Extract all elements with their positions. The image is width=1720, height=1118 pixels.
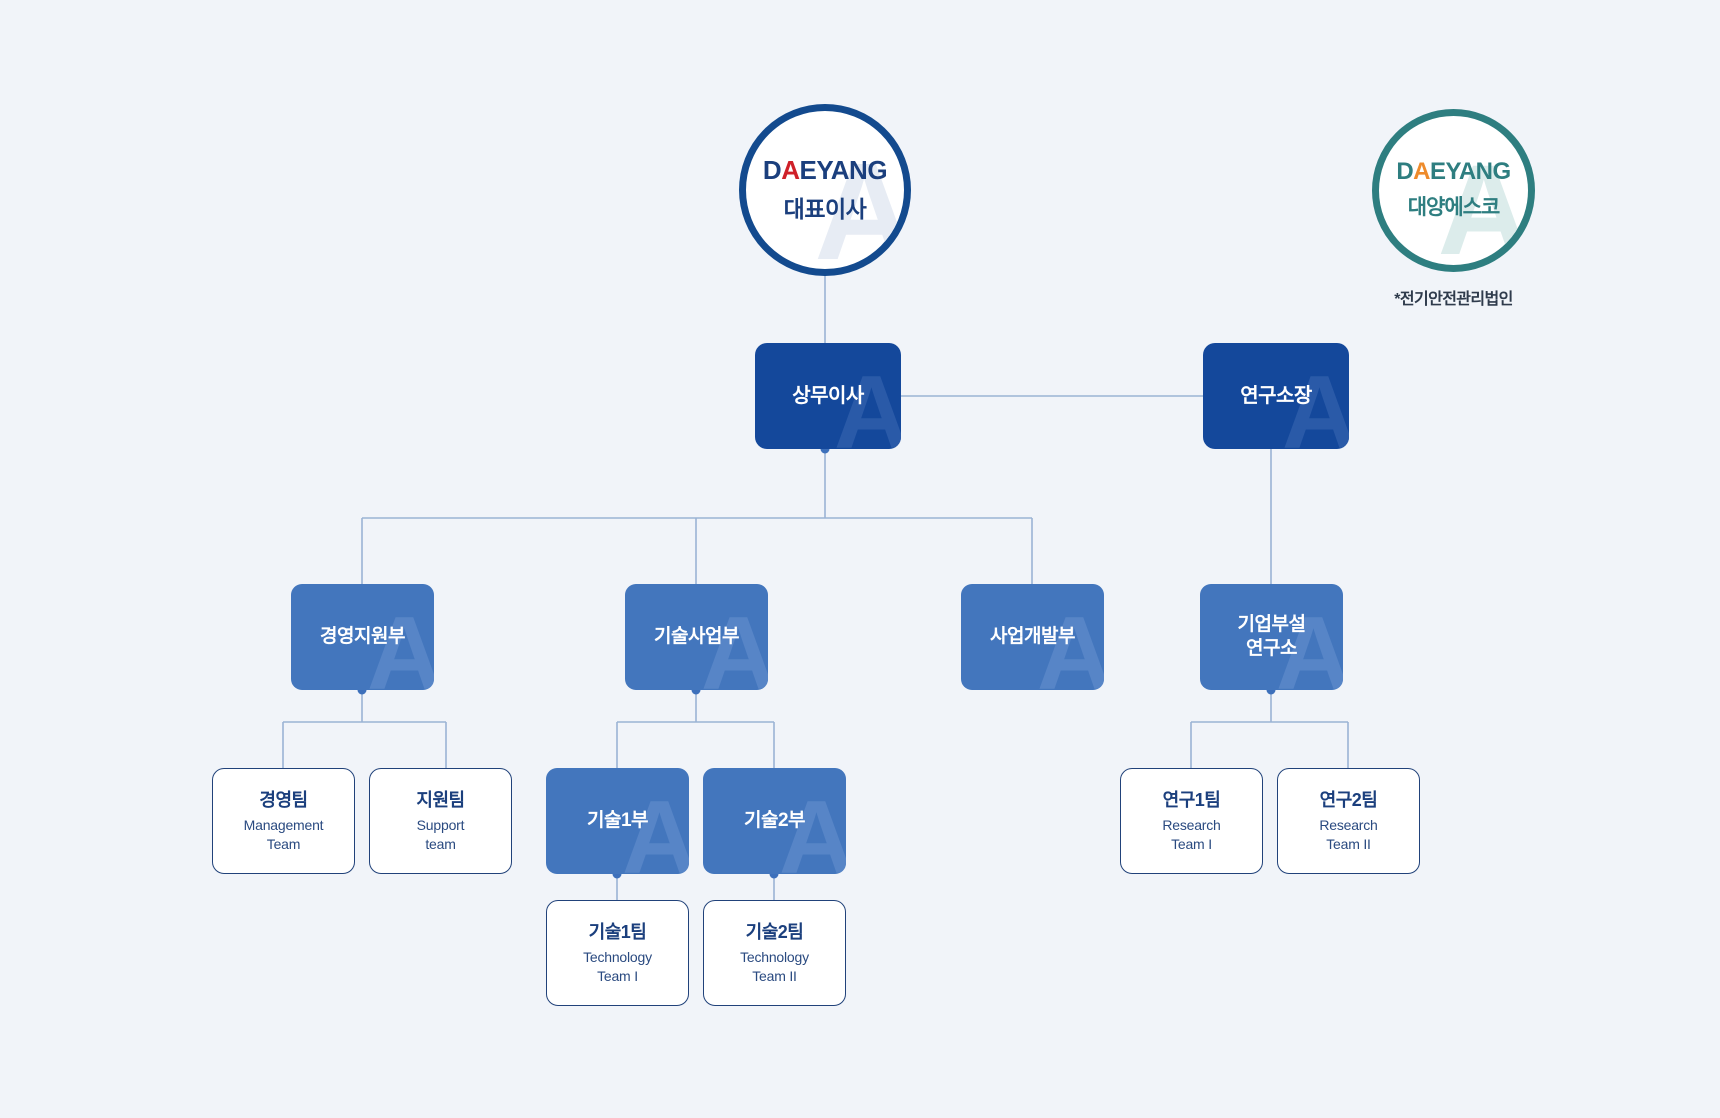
title-line-1: 기업부설 xyxy=(1237,613,1306,635)
subtitle-line-2: Team II xyxy=(1326,835,1371,852)
title-line-2: 연구소 xyxy=(1246,638,1297,659)
node-management-team[interactable]: 경영팀 Management Team xyxy=(212,768,355,874)
node-business-development-dept[interactable]: A 사업개발부 xyxy=(961,584,1104,690)
node-research-director[interactable]: A 연구소장 xyxy=(1203,343,1349,449)
node-technology-team-1-subtitle: Technology Team I xyxy=(583,948,652,985)
node-technology-team-2-subtitle: Technology Team II xyxy=(740,948,809,985)
subtitle-line-2: Team II xyxy=(752,967,797,984)
node-technology-business-dept-title: 기술사업부 xyxy=(654,625,739,647)
logo-text-pre: D xyxy=(762,154,782,185)
node-research-team-2[interactable]: 연구2팀 Research Team II xyxy=(1277,768,1420,874)
node-support-team-title: 지원팀 xyxy=(416,789,465,810)
subtitle-line-1: Research xyxy=(1162,817,1221,834)
subtitle-line-1: Support xyxy=(416,817,465,834)
node-support-team[interactable]: 지원팀 Support team xyxy=(369,768,512,874)
node-research-director-title: 연구소장 xyxy=(1240,384,1312,407)
subtitle-line-2: Team I xyxy=(597,967,638,984)
node-technology-division-1-title: 기술1부 xyxy=(586,809,649,831)
subtitle-line-1: Technology xyxy=(740,949,809,966)
node-technology-team-1-title: 기술1팀 xyxy=(588,921,647,942)
node-research-team-1-title: 연구1팀 xyxy=(1162,789,1221,810)
subtitle-line-1: Management xyxy=(243,817,324,834)
node-technology-division-1[interactable]: A 기술1부 xyxy=(546,768,689,874)
subtitle-line-2: Team I xyxy=(1171,835,1212,852)
subtitle-line-2: team xyxy=(425,835,456,852)
node-ceo[interactable]: A DAEYANG 대표이사 xyxy=(739,104,911,276)
node-technology-team-1[interactable]: 기술1팀 Technology Team I xyxy=(546,900,689,1006)
node-research-team-2-subtitle: Research Team II xyxy=(1319,816,1378,853)
esco-logo-wordmark: DAEYANG xyxy=(1396,158,1511,185)
node-technology-team-2[interactable]: 기술2팀 Technology Team II xyxy=(703,900,846,1006)
badge-esco-title: 대양에스코 xyxy=(1407,196,1501,219)
node-managing-director-title: 상무이사 xyxy=(792,384,864,407)
badge-esco-caption: *전기안전관리법인 xyxy=(1394,291,1513,308)
node-business-development-dept-title: 사업개발부 xyxy=(990,625,1075,647)
node-research-team-1-subtitle: Research Team I xyxy=(1162,816,1221,853)
node-management-support-dept[interactable]: A 경영지원부 xyxy=(291,584,434,690)
logo-accent-letter: A xyxy=(781,154,800,185)
node-ceo-title: 대표이사 xyxy=(783,195,867,222)
node-technology-business-dept[interactable]: A 기술사업부 xyxy=(625,584,768,690)
subtitle-line-2: Team xyxy=(266,835,301,852)
esco-logo-accent-letter: A xyxy=(1413,158,1431,185)
esco-logo-text-post: EYANG xyxy=(1430,158,1511,185)
subtitle-line-1: Research xyxy=(1319,817,1378,834)
node-corporate-research-institute[interactable]: A 기업부설 연구소 xyxy=(1200,584,1343,690)
subtitle-line-1: Technology xyxy=(583,949,652,966)
node-technology-division-2[interactable]: A 기술2부 xyxy=(703,768,846,874)
node-technology-team-2-title: 기술2팀 xyxy=(745,921,804,942)
node-management-team-subtitle: Management Team xyxy=(244,816,324,853)
node-management-team-title: 경영팀 xyxy=(259,789,308,810)
node-managing-director[interactable]: A 상무이사 xyxy=(755,343,901,449)
badge-daeyang-esco[interactable]: A DAEYANG 대양에스코 xyxy=(1372,109,1535,272)
logo-text-post: EYANG xyxy=(799,154,888,185)
daeyang-logo-wordmark: DAEYANG xyxy=(762,154,888,185)
node-corporate-research-institute-title: 기업부설 연구소 xyxy=(1238,613,1306,662)
node-research-team-1[interactable]: 연구1팀 Research Team I xyxy=(1120,768,1263,874)
esco-logo-text-pre: D xyxy=(1396,158,1414,185)
node-research-team-2-title: 연구2팀 xyxy=(1319,789,1378,810)
node-technology-division-2-title: 기술2부 xyxy=(743,809,806,831)
node-support-team-subtitle: Support team xyxy=(417,816,465,853)
node-management-support-dept-title: 경영지원부 xyxy=(320,625,405,647)
